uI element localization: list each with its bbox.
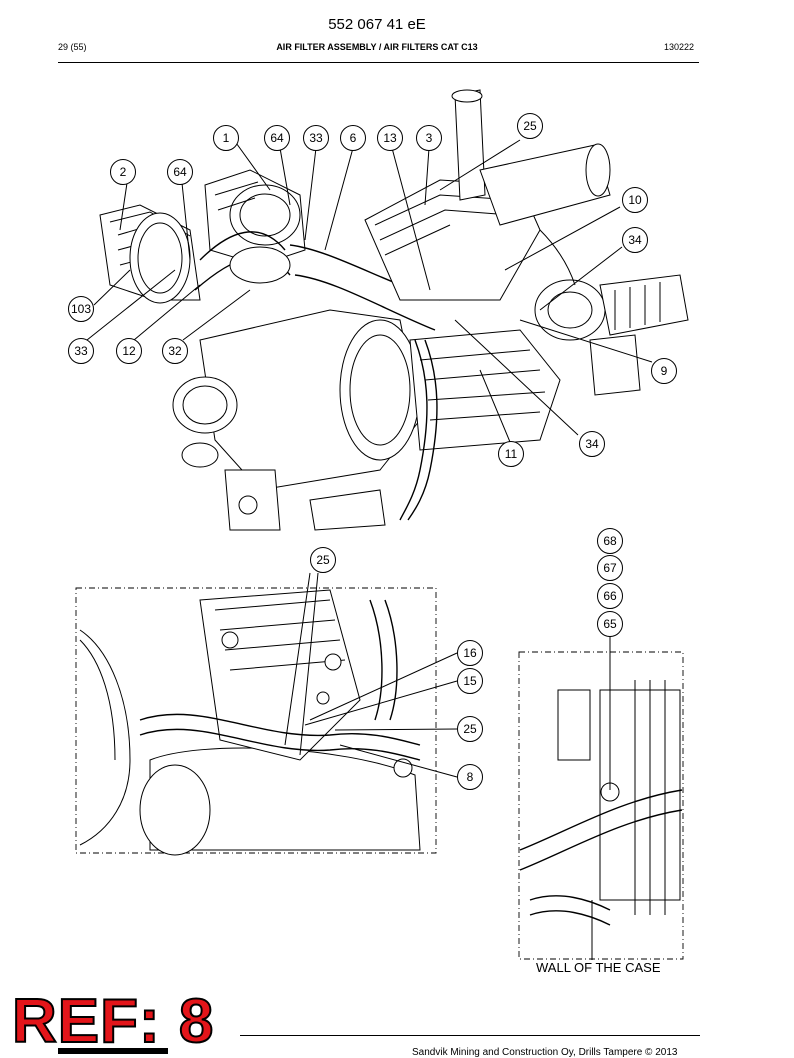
callout-8: 8 xyxy=(457,764,483,790)
callout-2: 2 xyxy=(110,159,136,185)
ref-stamp: REF: 8 xyxy=(11,986,215,1057)
callout-25: 25 xyxy=(517,113,543,139)
left-detail-view xyxy=(75,572,458,856)
callout-33: 33 xyxy=(303,125,329,151)
callout-11: 11 xyxy=(498,441,524,467)
main-leader-lines xyxy=(86,139,653,443)
right-detail-view xyxy=(518,636,684,960)
header-rule xyxy=(58,62,699,63)
callout-67: 67 xyxy=(597,555,623,581)
callout-65: 65 xyxy=(597,611,623,637)
callout-1: 1 xyxy=(213,125,239,151)
callout-25-detail-b: 25 xyxy=(457,716,483,742)
callout-32: 32 xyxy=(162,338,188,364)
callout-68: 68 xyxy=(597,528,623,554)
footer-rule xyxy=(240,1035,700,1036)
callout-64: 64 xyxy=(264,125,290,151)
callout-64-b: 64 xyxy=(167,159,193,185)
callout-34-b: 34 xyxy=(579,431,605,457)
wall-of-case-label: WALL OF THE CASE xyxy=(536,960,661,975)
page-number: 29 (55) xyxy=(58,42,87,52)
callout-6: 6 xyxy=(340,125,366,151)
page-title: AIR FILTER ASSEMBLY / AIR FILTERS CAT C1… xyxy=(276,42,478,52)
callout-12: 12 xyxy=(116,338,142,364)
callout-66: 66 xyxy=(597,583,623,609)
document-date: 130222 xyxy=(664,42,695,52)
callout-33-b: 33 xyxy=(68,338,94,364)
callout-34: 34 xyxy=(622,227,648,253)
callout-25-detail: 25 xyxy=(310,547,336,573)
callout-16: 16 xyxy=(457,640,483,666)
callout-15: 15 xyxy=(457,668,483,694)
callout-10: 10 xyxy=(622,187,648,213)
document-number: 552 067 41 eE xyxy=(328,16,426,33)
callout-103: 103 xyxy=(68,296,94,322)
callout-3: 3 xyxy=(416,125,442,151)
callout-9: 9 xyxy=(651,358,677,384)
callout-13: 13 xyxy=(377,125,403,151)
engine-assembly-illustration xyxy=(99,89,689,531)
company-logo xyxy=(58,1048,168,1054)
